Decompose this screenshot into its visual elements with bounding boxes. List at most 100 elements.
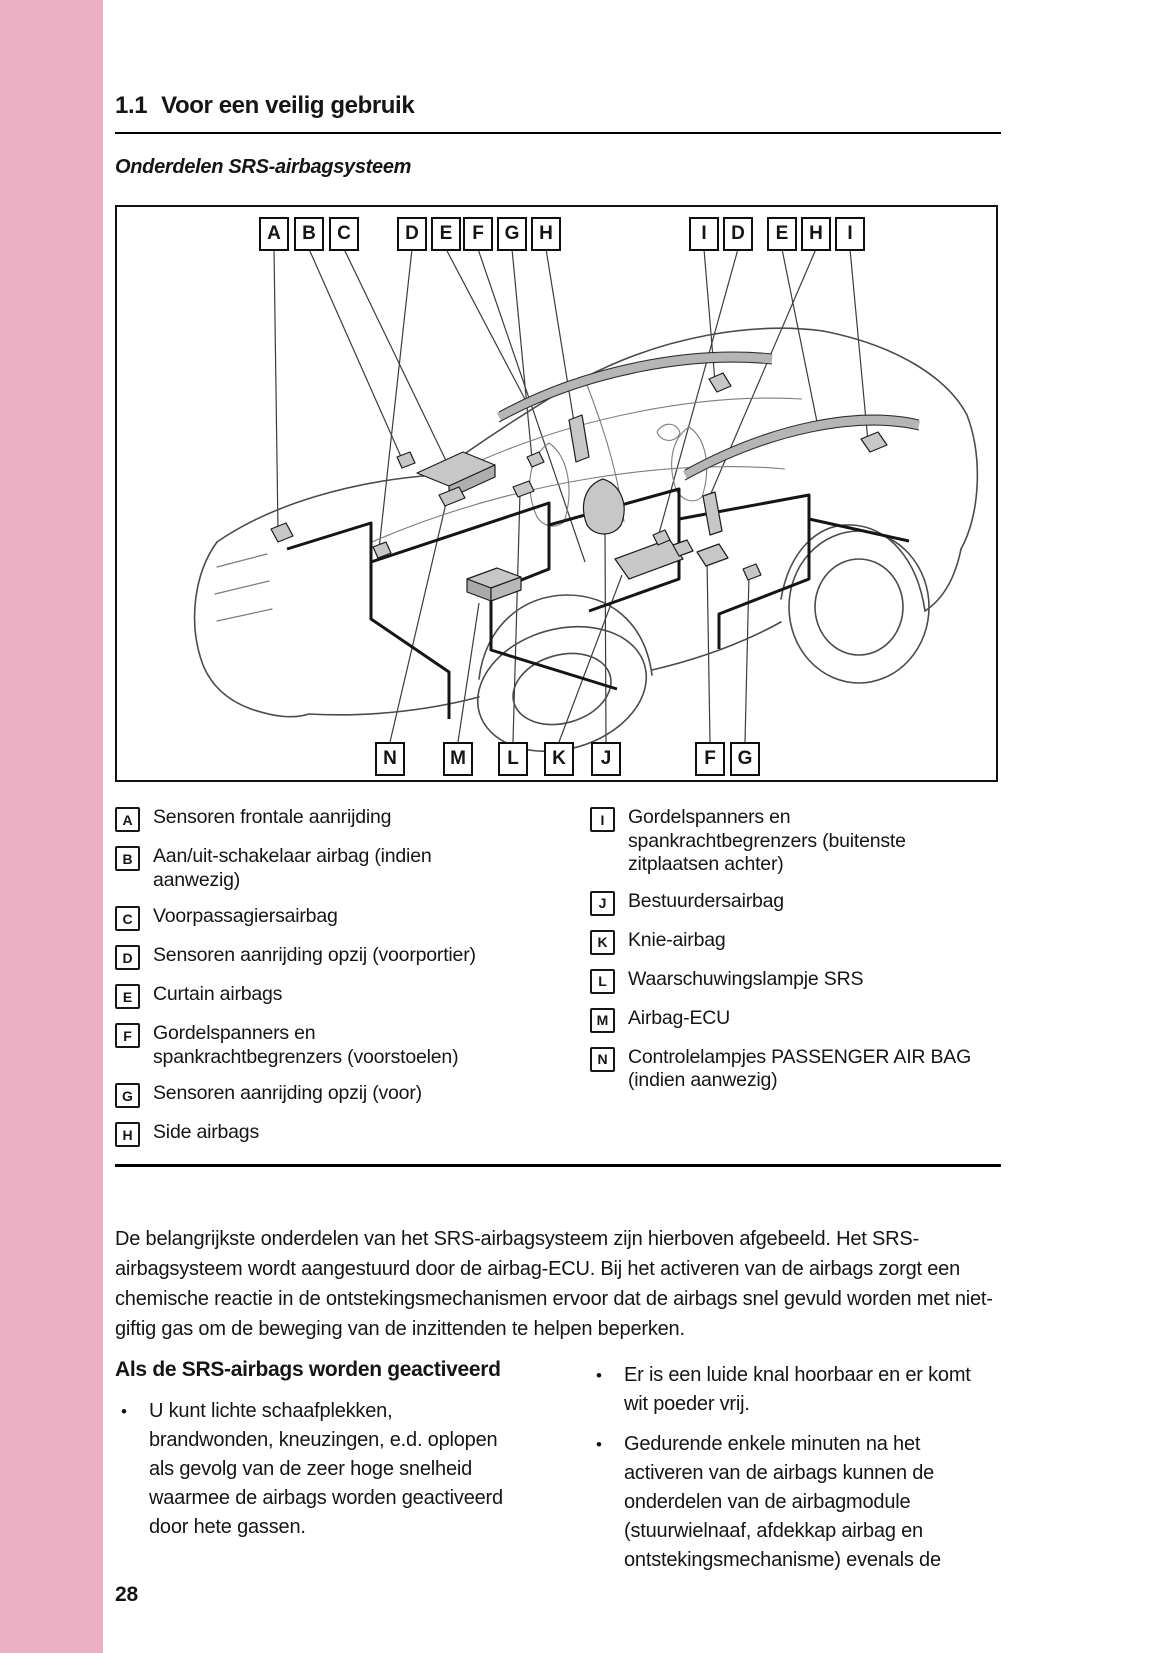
legend-key-letter: G: [122, 1087, 133, 1104]
legend-key-box: C: [115, 906, 140, 931]
legend-key-box: K: [590, 929, 615, 955]
legend-key-box: M: [590, 1007, 615, 1033]
legend-item-text: Sensoren frontale aanrijding: [153, 806, 392, 828]
bullet-text: U kunt lichte schaafplekken, brandwonden…: [149, 1400, 503, 1538]
legend-item-text: Controlelampjes PASSENGER AIR BAG (indie…: [628, 1045, 972, 1092]
car-illustration: [193, 248, 979, 753]
diagram-label-box: N: [375, 742, 405, 776]
diagram-label-box: D: [397, 217, 427, 251]
legend-item: D Sensoren aanrijding opzij (voorportier): [115, 944, 590, 970]
side-sensor-front: [526, 451, 545, 468]
section-title: Voor een veilig gebruik: [161, 92, 415, 119]
bullet-text: Er is een luide knal hoorbaar en er komt…: [624, 1364, 971, 1415]
diagram-label-box: H: [531, 217, 561, 251]
front-wheel-hub: [512, 652, 612, 726]
legend-item: J Bestuurdersairbag: [590, 890, 1001, 916]
rear-door-sensor: [652, 529, 671, 546]
diagram-label-box: H: [801, 217, 831, 251]
legend-item: E Curtain airbags: [115, 983, 590, 1009]
legend-item-text: Aan/uit-schakelaar airbag (indien aanwez…: [153, 845, 432, 891]
legend-item: A Sensoren frontale aanrijding: [115, 806, 590, 832]
diagram-label-box: I: [689, 217, 719, 251]
diagram-label-box: L: [498, 742, 528, 776]
airbag-ecu-side: [490, 576, 522, 602]
front-door-sensor: [372, 541, 392, 559]
bottom-columns: Als de SRS-airbags worden geactiveerd • U…: [115, 1358, 1001, 1586]
legend-key-box: G: [115, 1083, 140, 1108]
legend-item: H Side airbags: [115, 1121, 590, 1147]
legend-item-text: Waarschuwingslampje SRS: [628, 967, 864, 990]
page-number: 28: [115, 1583, 138, 1606]
legend-item-text: Sensoren aanrijding opzij (voorportier): [153, 944, 476, 966]
activated-heading: Als de SRS-airbags worden geactiveerd: [115, 1358, 501, 1381]
diagram-label-box: M: [443, 742, 473, 776]
legend-item: M Airbag-ECU: [590, 1007, 1001, 1033]
bullet-marker: •: [121, 1402, 127, 1421]
bullet-marker: •: [596, 1435, 602, 1454]
legend-key-box: D: [115, 945, 140, 970]
diagram-label-box: E: [767, 217, 797, 251]
legend-key-letter: A: [122, 811, 133, 828]
diagram-label-box: E: [431, 217, 461, 251]
legend-item: L Waarschuwingslampje SRS: [590, 968, 1001, 994]
bottom-left-column: Als de SRS-airbags worden geactiveerd • U…: [115, 1358, 590, 1586]
front-crash-sensor: [270, 522, 294, 543]
airbag-diagram: A B C D E F G H I D E H I N M L K J F G: [115, 205, 998, 782]
legend-item-text: Gordelspanners en spankrachtbegrenzers (…: [153, 1022, 459, 1068]
intro-paragraph: De belangrijkste onderdelen van het SRS-…: [115, 1228, 993, 1340]
legend-item-text: Airbag-ECU: [628, 1006, 731, 1029]
legend-key-box: F: [115, 1023, 140, 1048]
legend-item-text: Curtain airbags: [153, 983, 283, 1005]
legend-key-box: B: [115, 846, 140, 871]
legend-item-text: Bestuurdersairbag: [628, 889, 784, 912]
legend-key-box: I: [590, 807, 615, 832]
legend-key-letter: L: [598, 973, 607, 989]
legend-item-text: Gordelspanners en spankrachtbegrenzers (…: [628, 806, 906, 875]
diagram-label-box: J: [591, 742, 621, 776]
curtain-airbag-rails: [496, 351, 921, 481]
diagram-label-box: A: [259, 217, 289, 251]
legend-key-letter: M: [596, 1012, 609, 1028]
knee-airbag: [614, 538, 684, 580]
legend-key-letter: J: [598, 895, 607, 911]
legend-key-box: H: [115, 1122, 140, 1147]
legend-key-letter: H: [122, 1126, 133, 1143]
diagram-label-box: F: [695, 742, 725, 776]
legend-item: N Controlelampjes PASSENGER AIR BAG (indi…: [590, 1046, 1001, 1093]
diagram-label-box: D: [723, 217, 753, 251]
airbag-components: [270, 372, 888, 602]
legend-key-letter: D: [122, 949, 133, 966]
srs-warning-lamp: [512, 480, 535, 498]
legend-right-column: I Gordelspanners en spankrachtbegrenzers …: [590, 806, 1001, 1160]
roof-pretensioner: [708, 372, 732, 393]
legend-key-box: E: [115, 984, 140, 1009]
rear-pillar-pretensioner: [860, 431, 888, 453]
diagram-label-box: K: [544, 742, 574, 776]
legend-item: F Gordelspanners en spankrachtbegrenzers …: [115, 1022, 590, 1069]
legend-key-letter: F: [123, 1027, 132, 1044]
legend-item-text: Side airbags: [153, 1121, 260, 1143]
diagram-label-box: C: [329, 217, 359, 251]
rear-pretensioner: [672, 539, 694, 557]
page-subtitle: Onderdelen SRS-airbagsysteem: [115, 156, 412, 178]
legend-key-box: N: [590, 1046, 615, 1072]
diagram-label-box: B: [294, 217, 324, 251]
diagram-label-box: I: [835, 217, 865, 251]
bullet-text: Gedurende enkele minuten na het activere…: [624, 1433, 941, 1571]
legend-item: I Gordelspanners en spankrachtbegrenzers …: [590, 806, 1001, 877]
leader-lines: [273, 248, 869, 743]
legend-item: B Aan/uit-schakelaar airbag (indien aanwe…: [115, 845, 590, 892]
section-divider: [115, 1164, 1001, 1167]
legend-key-box: A: [115, 807, 140, 832]
legend-key-box: J: [590, 890, 615, 916]
diagram-label-box: F: [463, 217, 493, 251]
far-side-sensor: [742, 563, 762, 581]
bottom-right-column: • Er is een luide knal hoorbaar en er kom…: [590, 1358, 1001, 1586]
car-body-outline: [193, 327, 979, 753]
diagram-label-box: G: [497, 217, 527, 251]
side-airbag-rear: [702, 491, 723, 536]
